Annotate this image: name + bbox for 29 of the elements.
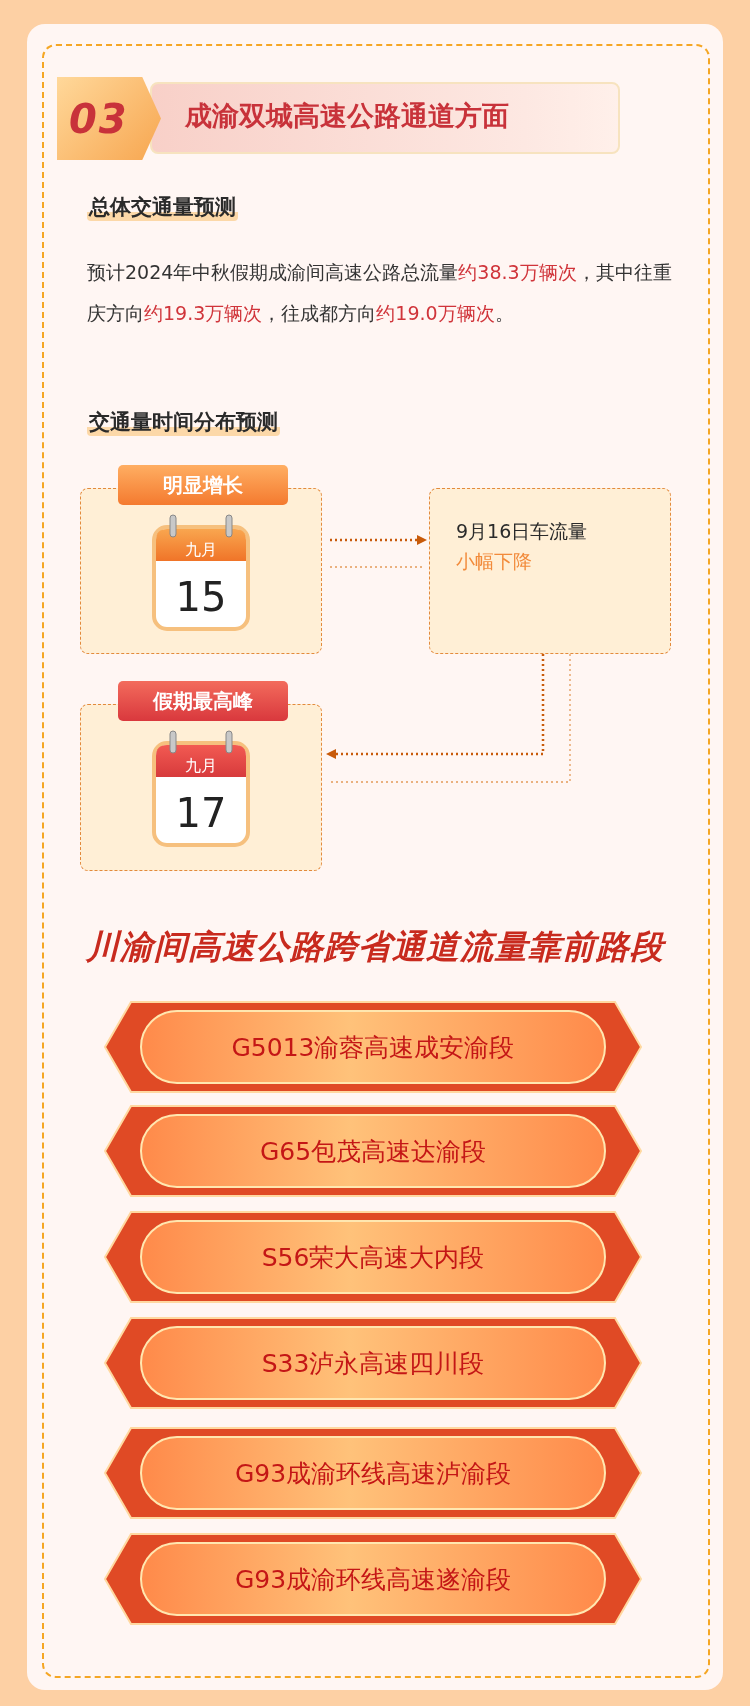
trend-text: 小幅下降: [456, 549, 532, 574]
route-banner: [103, 1316, 643, 1410]
section-number: 03: [57, 77, 161, 160]
calendar-month: 九月: [185, 756, 217, 775]
route-name: G93成渝环线高速遂渝段: [234, 1563, 512, 1596]
route-banner: [103, 1000, 643, 1094]
calendar-date: 17: [175, 790, 227, 836]
label-tab: 明显增长: [118, 465, 288, 505]
route-name: S33泸永高速四川段: [261, 1347, 485, 1380]
subheading: 交通量时间分布预测: [87, 408, 280, 436]
subheading: 总体交通量预测: [87, 193, 238, 221]
section-heading: 川渝间高速公路跨省通道流量靠前路段: [0, 925, 750, 970]
note-card: [429, 488, 671, 654]
note-text: 9月16日车流量: [456, 519, 588, 544]
route-name: G65包茂高速达渝段: [259, 1135, 487, 1168]
route-banner: [103, 1104, 643, 1198]
route-banner: [103, 1532, 643, 1626]
label-tab: 假期最高峰: [118, 681, 288, 721]
forecast-paragraph: 预计2024年中秋假期成渝间高速公路总流量约38.3万辆次，其中往重庆方向约19.3万辆次，往成都方向约19.0万辆次。: [87, 260, 673, 326]
route-banner: [103, 1210, 643, 1304]
section-title: 成渝双城高速公路通道方面: [185, 99, 509, 133]
calendar-month: 九月: [185, 540, 217, 559]
dotted-arrow: [330, 535, 427, 545]
dotted-arrow: [326, 654, 545, 759]
route-name: G5013渝蓉高速成安渝段: [231, 1031, 515, 1064]
calendar-date: 15: [175, 574, 227, 620]
route-name: G93成渝环线高速泸渝段: [234, 1457, 512, 1490]
route-banner: [103, 1426, 643, 1520]
route-name: S56荣大高速大内段: [261, 1241, 485, 1274]
